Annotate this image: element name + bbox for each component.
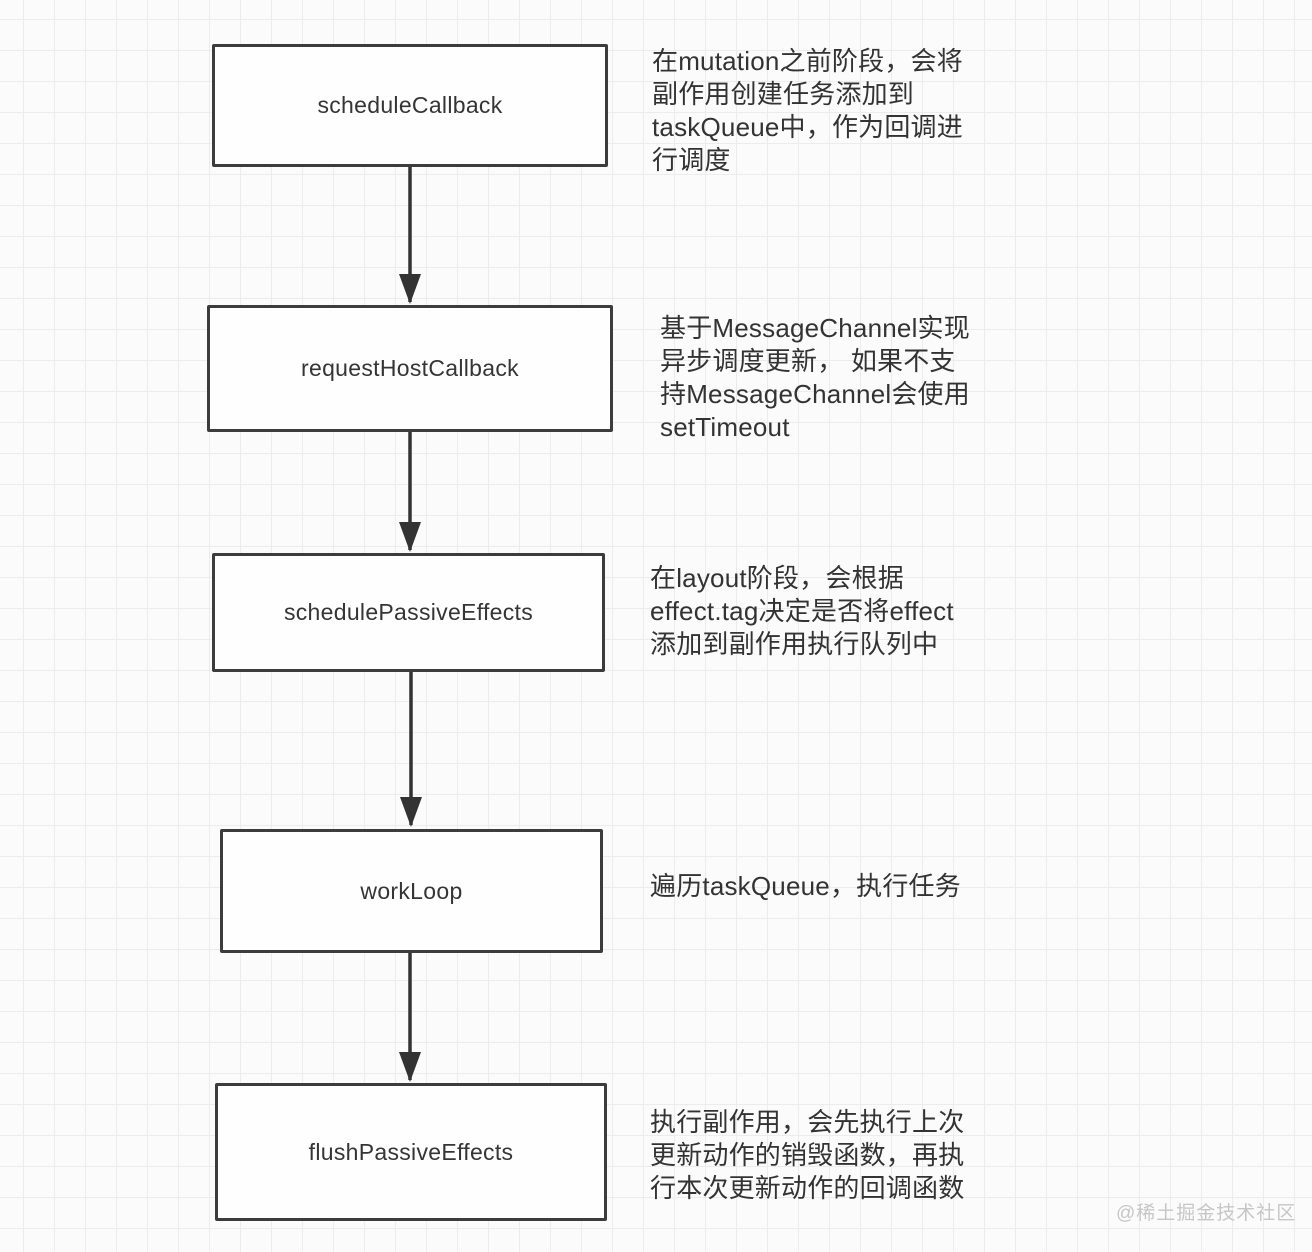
watermark: @稀土掘金技术社区 xyxy=(1116,1203,1297,1224)
node-annotation-flushPassiveEffects: 执行副作用，会先执行上次 更新动作的销毁函数，再执 行本次更新动作的回调函数 xyxy=(650,1107,965,1203)
flow-node-scheduleCallback: scheduleCallback xyxy=(212,44,608,167)
node-annotation-workLoop: 遍历taskQueue，执行任务 xyxy=(650,871,961,901)
node-label: requestHostCallback xyxy=(301,355,519,381)
node-label: workLoop xyxy=(360,877,463,904)
node-label: scheduleCallback xyxy=(317,92,503,118)
node-label: schedulePassiveEffects xyxy=(283,599,534,625)
flow-node-requestHostCallback: requestHostCallback xyxy=(207,305,613,432)
node-annotation-schedulePassiveEffects: 在layout阶段，会根据 effect.tag决定是否将effect 添加到副… xyxy=(650,563,954,659)
flow-node-workLoop: workLoop xyxy=(220,829,603,953)
node-annotation-requestHostCallback: 基于MessageChannel实现 异步调度更新， 如果不支 持Message… xyxy=(660,313,970,442)
node-annotation-scheduleCallback: 在mutation之前阶段，会将 副作用创建任务添加到 taskQueue中，作… xyxy=(652,46,963,175)
flow-node-flushPassiveEffects: flushPassiveEffects xyxy=(215,1083,607,1221)
flow-node-schedulePassiveEffects: schedulePassiveEffects xyxy=(212,553,605,672)
node-label: flushPassiveEffects xyxy=(308,1138,514,1165)
